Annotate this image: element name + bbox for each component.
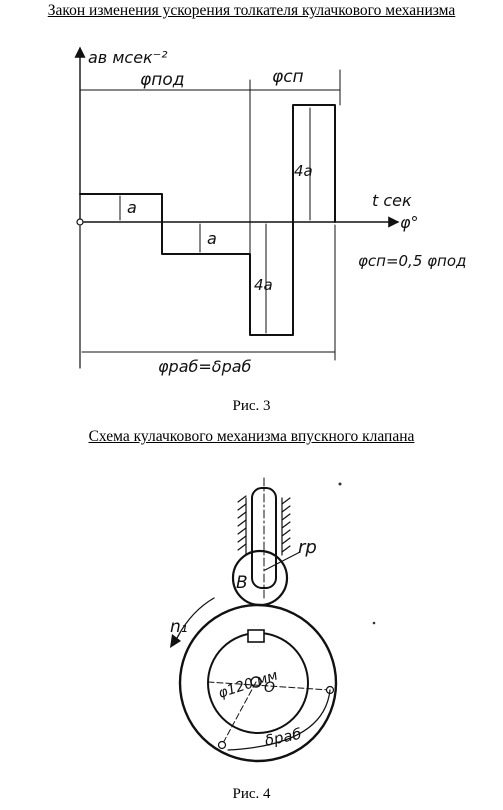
ink-dot-1 xyxy=(338,482,342,486)
delta-rab-arc xyxy=(227,689,331,751)
figure3-caption: Рис. 3 xyxy=(232,398,271,414)
guide-hatching-right xyxy=(281,497,291,556)
b-point-label: B xyxy=(236,573,248,593)
phi-rab-label: φраб=δраб xyxy=(158,357,252,376)
phi-pod-label: φпод xyxy=(140,70,184,90)
four-a-right-label: 4a xyxy=(294,162,313,180)
cam-key xyxy=(247,629,265,643)
four-a-lower-label: 4a xyxy=(254,276,273,294)
y-axis-label: aв мсек⁻² xyxy=(88,48,168,67)
relation-label: φсп=0,5 φпод xyxy=(358,252,466,270)
guide-hatching-left xyxy=(237,495,247,556)
cam-outer-profile xyxy=(178,603,338,763)
figure4-caption: Рис. 4 xyxy=(232,786,271,802)
a-upper-label: a xyxy=(127,198,137,217)
acceleration-graph xyxy=(79,104,336,336)
delta-rab-label: δраб xyxy=(263,725,303,750)
rotation-arrow xyxy=(175,597,215,641)
rp-label: rр xyxy=(298,537,317,558)
rotation-arrowhead xyxy=(170,634,181,648)
center-label: O xyxy=(264,680,275,696)
n1-label: n₁ xyxy=(170,617,188,637)
cam-radius-line xyxy=(221,681,257,746)
rp-leader xyxy=(264,551,301,571)
figure3-title: Закон изменения ускорения толкателя кула… xyxy=(47,2,456,19)
figure4-title: Схема кулачкового механизма впускного кл… xyxy=(88,428,415,445)
t-sec-label: t сек xyxy=(372,191,412,210)
phi-deg-label: φ° xyxy=(400,213,419,232)
cam-horizontal-center-line xyxy=(207,681,331,691)
phi-sp-label: φсп xyxy=(272,67,304,87)
origin-point xyxy=(76,218,84,226)
acceleration-diagram: aв мсек⁻² φпод φсп a a 4a 4a t сек φ° φс… xyxy=(74,46,466,376)
ink-dot-2 xyxy=(372,621,376,625)
cam-point-bottom xyxy=(217,740,227,750)
a-lower-label: a xyxy=(207,229,217,248)
